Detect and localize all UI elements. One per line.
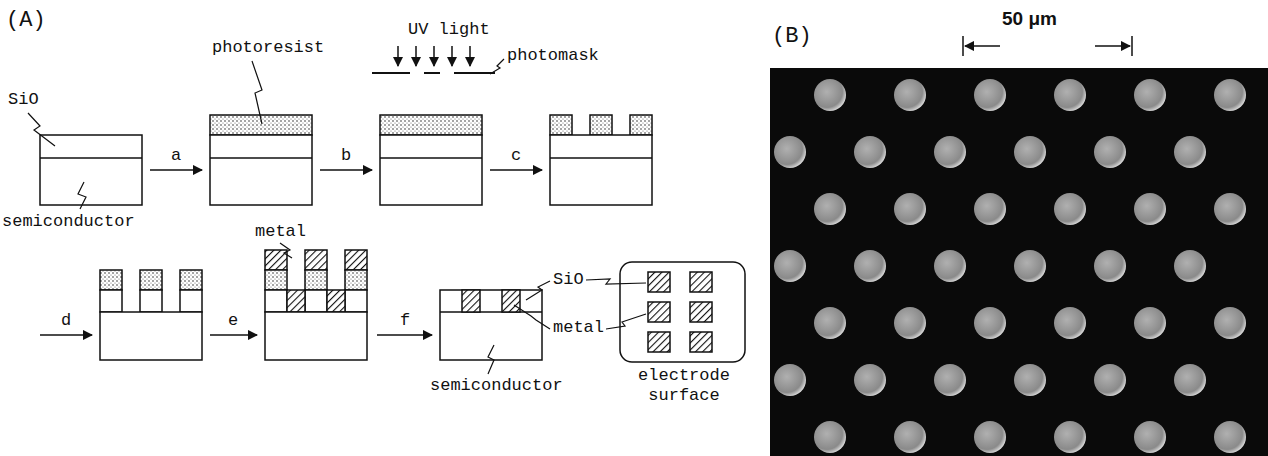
electrode-dot (1054, 421, 1086, 453)
electrode-dot (1134, 421, 1166, 453)
electrode-dot (1174, 136, 1206, 168)
part-label: metal (255, 222, 306, 242)
electrode-dot (974, 79, 1006, 111)
part-label: SiO (8, 90, 39, 110)
part-label: SiO (553, 270, 584, 290)
step-arrows (40, 170, 542, 335)
part-label: photomask (507, 46, 599, 66)
panel-label: (B) (772, 24, 812, 49)
micrograph-ground (770, 68, 1268, 456)
part-label: semiconductor (2, 212, 135, 232)
electrode-dot (1214, 307, 1246, 339)
uv-arrows (398, 46, 470, 66)
electrode-dot (1054, 193, 1086, 225)
panel-label: (A) (6, 8, 46, 33)
electrode-dot (1014, 364, 1046, 396)
wafer-section (440, 290, 542, 360)
electrode-dot (934, 250, 966, 282)
electrode-dot (1094, 250, 1126, 282)
electrode-dot (1214, 421, 1246, 453)
electrode-dot (894, 307, 926, 339)
part-label: UV light (408, 20, 490, 40)
wafer-section (380, 115, 482, 205)
step-letter: f (400, 311, 410, 331)
electrode-dot (1134, 307, 1166, 339)
step-letter: b (341, 146, 351, 166)
step-letter: d (61, 311, 71, 331)
electrode-dot (814, 193, 846, 225)
electrode-dot (814, 79, 846, 111)
wafer-section (550, 115, 652, 205)
electrode-dot (854, 250, 886, 282)
part-label: metal (553, 318, 604, 338)
electrode-dot (934, 364, 966, 396)
wafer-section (100, 270, 202, 360)
scale-label: 50 μm (1002, 8, 1057, 30)
electrode-dot (1214, 193, 1246, 225)
electrode-dot (774, 250, 806, 282)
electrode-dot (854, 136, 886, 168)
electrode-dot (1094, 364, 1126, 396)
wafer-section (265, 250, 367, 360)
electrode-dot (974, 421, 1006, 453)
electrode-inset (620, 262, 745, 362)
electrode-dot (974, 193, 1006, 225)
electrode-dot (1174, 250, 1206, 282)
electrode-dot (1134, 193, 1166, 225)
scale-bar (963, 36, 1132, 56)
electrode-dot (974, 307, 1006, 339)
wafer-section (210, 115, 312, 205)
electrode-dot (894, 421, 926, 453)
step-letter: a (171, 146, 181, 166)
micro-electrodes (774, 79, 1246, 453)
photomask (372, 72, 495, 74)
electrode-dot (1094, 136, 1126, 168)
electrode-dot (1054, 307, 1086, 339)
part-label: semiconductor (430, 376, 563, 396)
electrode-dot (1214, 79, 1246, 111)
electrode-dot (894, 193, 926, 225)
electrode-dot (1174, 364, 1206, 396)
step-letter: e (228, 311, 238, 331)
part-label: electrode surface (628, 366, 740, 405)
electrode-dot (1014, 250, 1046, 282)
electrode-dot (894, 79, 926, 111)
electrode-dot (854, 364, 886, 396)
electrode-dot (1134, 79, 1166, 111)
part-label: photoresist (212, 38, 324, 58)
electrode-dot (1054, 79, 1086, 111)
electrode-dot (814, 307, 846, 339)
electrode-dot (1014, 136, 1046, 168)
electrode-dot (774, 136, 806, 168)
step-letter: c (511, 146, 521, 166)
electrode-dot (934, 136, 966, 168)
electrode-dot (774, 364, 806, 396)
electrode-dot (814, 421, 846, 453)
